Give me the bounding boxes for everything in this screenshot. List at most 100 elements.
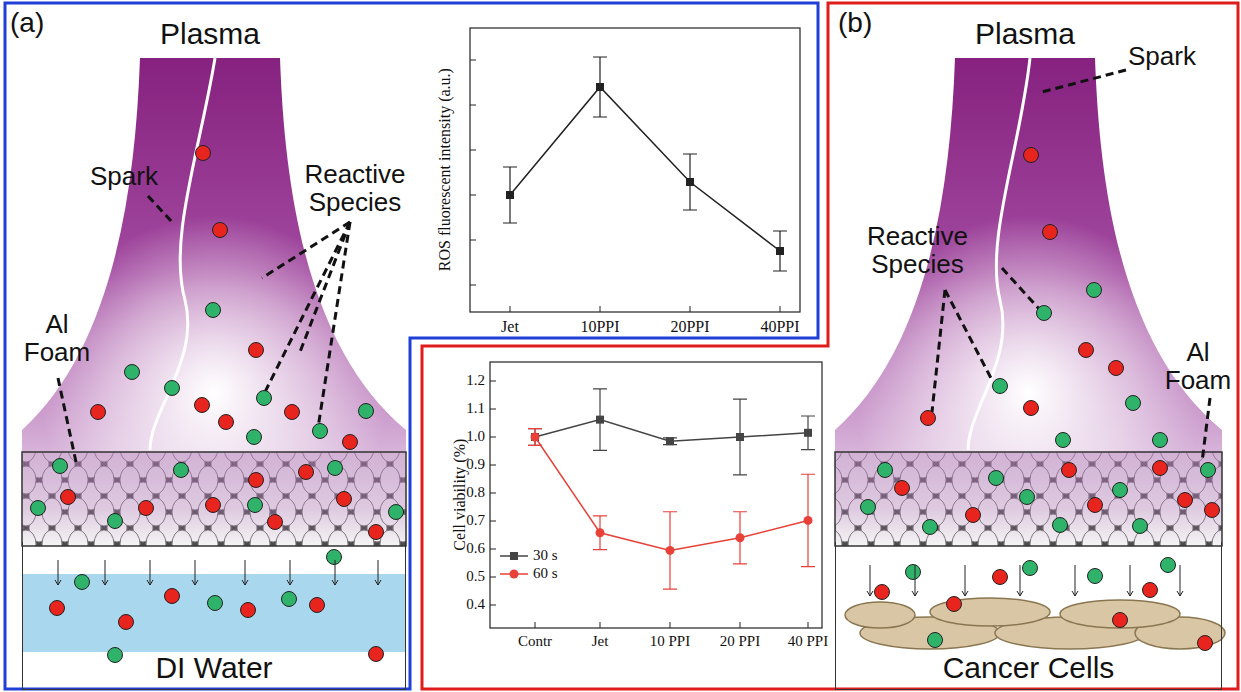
species-dot [921, 411, 936, 426]
foam-plasma-tint [835, 452, 1222, 546]
species-dot [1024, 401, 1039, 416]
species-dot [206, 303, 221, 318]
species-dot [91, 405, 106, 420]
error-bar [733, 512, 747, 564]
axis-tick-label: Contr [503, 633, 567, 649]
species-dot [206, 498, 221, 513]
species-dot [285, 405, 300, 420]
species-dot [1153, 433, 1168, 448]
species-dot [328, 461, 343, 476]
data-marker [596, 528, 605, 537]
diagram-label: Al Foam [12, 310, 102, 366]
spark [968, 58, 1030, 450]
species-dot [108, 648, 123, 663]
species-dot [165, 381, 180, 396]
cancer-cells [845, 598, 1225, 649]
species-dot [947, 597, 962, 612]
species-dot [389, 505, 404, 520]
species-dot [1161, 558, 1176, 573]
species-dot [966, 508, 981, 523]
diagram-label: Spark [1128, 42, 1218, 70]
flow-arrow [1127, 565, 1133, 596]
species-dot [923, 520, 938, 535]
species-dot [1198, 636, 1213, 651]
species-dot [195, 398, 210, 413]
species-dot [241, 603, 256, 618]
error-bar [593, 516, 607, 550]
species-dot [369, 525, 384, 540]
species-dot [310, 598, 325, 613]
species-dot [993, 570, 1008, 585]
species-dot [928, 633, 943, 648]
error-bar [663, 438, 677, 445]
sample-box: Cancer Cells [835, 542, 1222, 690]
species-dot [337, 492, 352, 507]
plasma-plume [22, 58, 406, 452]
plasma-glow [835, 58, 1222, 452]
species-dot [878, 463, 893, 478]
leader-lines [58, 70, 1210, 462]
species-dot [247, 430, 262, 445]
species-dot [257, 391, 272, 406]
species-dot [369, 647, 384, 662]
flow-arrow [375, 560, 381, 585]
data-marker [666, 546, 675, 555]
species-dot [249, 473, 264, 488]
foam-plasma-tint [22, 452, 406, 546]
data-marker [596, 416, 604, 424]
legend-marker [510, 552, 518, 560]
error-bar [663, 512, 677, 589]
flow-arrow [55, 560, 61, 585]
error-bar [801, 416, 815, 450]
flow-arrow [1072, 565, 1078, 596]
species-dot [299, 465, 314, 480]
flow-arrow [1017, 565, 1023, 596]
species-dot [1037, 306, 1052, 321]
species-dot [1043, 225, 1058, 240]
di-water [23, 574, 405, 652]
data-marker [531, 433, 539, 441]
species-dot [343, 435, 358, 450]
legend-text: 60 s [533, 565, 558, 581]
flow-arrow [287, 560, 293, 585]
axis-tick-label: 1.2 [450, 372, 485, 388]
reactive-species-dots [31, 146, 1220, 663]
foam-outline [22, 452, 406, 546]
axis-tick-label: 10 PPI [638, 633, 702, 649]
species-dot [1126, 396, 1141, 411]
species-dot [1113, 483, 1128, 498]
axis-tick-label: 40PPI [750, 318, 810, 335]
sample-box: DI Water [22, 542, 406, 690]
flow-arrow [147, 560, 153, 585]
axis-title: Cell viability (%) [451, 395, 468, 595]
species-dot [861, 500, 876, 515]
species-dot [1088, 569, 1103, 584]
node-label: DI Water [23, 651, 405, 689]
flow-arrow [332, 560, 338, 585]
diagram-label: Al Foam [1160, 338, 1236, 394]
species-dot [1062, 463, 1077, 478]
data-line [535, 437, 808, 550]
axis-tick-label: 20 PPI [708, 633, 772, 649]
flow-arrow [912, 565, 918, 596]
legend-marker [510, 570, 519, 579]
species-dot [53, 459, 68, 474]
legend-text: 30 s [533, 547, 558, 563]
legend-sample [500, 570, 528, 579]
al-foam [22, 452, 406, 546]
data-marker [736, 533, 745, 542]
species-dot [249, 343, 264, 358]
axis-tick-label: 10PPI [570, 318, 630, 335]
species-dot [165, 589, 180, 604]
error-bar [528, 429, 542, 446]
flow-arrow [102, 560, 108, 585]
axis-tick-label: 0.7 [450, 512, 485, 528]
axis-title: ROS fluorescent intensity (a.u.) [436, 25, 453, 315]
plasma-plume [835, 58, 1222, 452]
species-dot [125, 365, 140, 380]
axis-tick-label: 40 PPI [776, 633, 840, 649]
species-dot [313, 424, 328, 439]
flow-arrow [242, 560, 248, 585]
species-dot [993, 379, 1008, 394]
panel-border [422, 3, 1238, 689]
